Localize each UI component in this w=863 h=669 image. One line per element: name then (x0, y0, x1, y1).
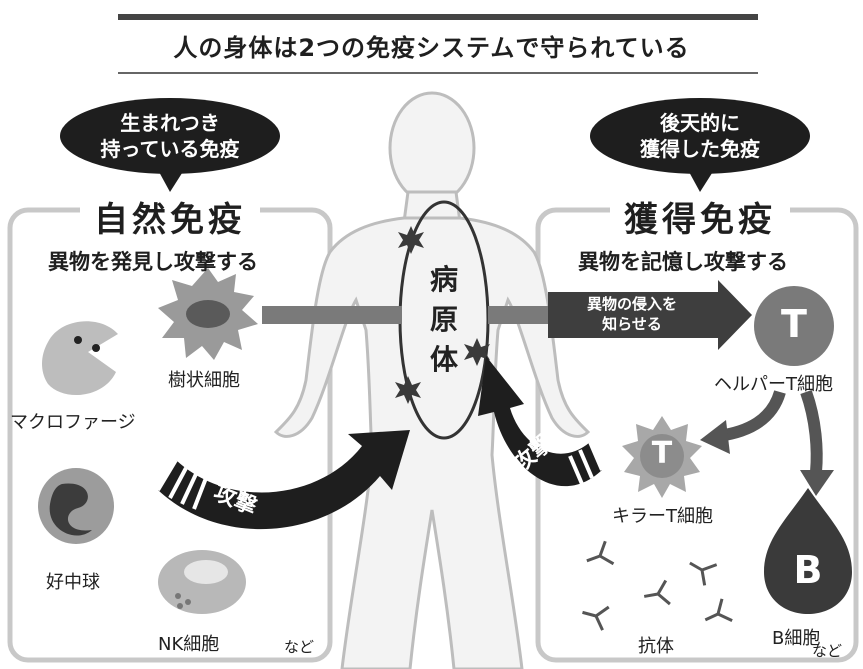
innate-heading: 自然免疫 (80, 192, 260, 241)
b-cell-icon (764, 488, 852, 614)
dendritic-label: 樹状細胞 (168, 370, 240, 391)
b-cell-letter: B (793, 548, 823, 592)
right-bubble-text: 後天的に 獲得した免疫 (590, 110, 810, 162)
signal-text: 異物の侵入を 知らせる (552, 294, 712, 334)
adaptive-heading: 獲得免疫 (610, 192, 790, 241)
signal-bar-left (262, 306, 402, 324)
right-attack-arrow (478, 356, 604, 487)
left-bubble-line1: 生まれつき (120, 111, 220, 135)
left-bubble-line2: 持っている免疫 (100, 137, 240, 161)
signal-arrow (548, 280, 752, 350)
title-rule-bottom (118, 72, 758, 74)
pathogen-label: 病 原 体 (424, 258, 464, 378)
left-attack-arrow (156, 430, 410, 530)
virus-icon (395, 376, 421, 404)
pathogen-char-2: 原 (429, 303, 458, 336)
right-bubble-line2: 獲得した免疫 (640, 137, 760, 161)
antibody-icon (582, 605, 610, 631)
killer-t-letter: T (651, 436, 673, 471)
antibody-icon (643, 579, 671, 606)
antibody-label: 抗体 (638, 636, 674, 657)
signal-line1: 異物の侵入を (586, 295, 677, 313)
human-body (273, 91, 591, 669)
killer-t-cell-icon (622, 416, 702, 498)
pathogen-char-1: 病 (429, 263, 458, 296)
b-cell-label: B細胞 (772, 628, 821, 649)
page-title: 人の身体は2つの免疫システムで守られている (173, 34, 690, 62)
virus-icon (464, 338, 490, 366)
antibody-icon (689, 561, 718, 586)
helper-to-b-head (800, 470, 834, 496)
pathogen-char-3: 体 (429, 343, 458, 376)
macrophage-icon (42, 321, 118, 396)
signal-bar-middle (488, 306, 548, 324)
innate-subheading: 異物を発見し攻撃する (48, 250, 258, 274)
right-bubble-line1: 後天的に (660, 111, 740, 135)
left-etc: など (284, 638, 315, 656)
neutrophil-label: 好中球 (46, 572, 100, 593)
helper-to-killer-line (717, 390, 786, 442)
helper-t-label: ヘルパーT細胞 (714, 374, 833, 395)
right-etc: など (812, 642, 843, 660)
title-rule-top (118, 14, 758, 20)
helper-t-cell-icon (754, 286, 834, 366)
helper-t-letter: T (781, 302, 807, 346)
killer-t-label: キラーT細胞 (612, 506, 713, 527)
signal-line2: 知らせる (602, 315, 662, 333)
adaptive-subheading: 異物を記憶し攻撃する (578, 250, 788, 274)
nk-cell-label: NK細胞 (158, 634, 220, 655)
right-bubble (590, 98, 810, 192)
antibody-icon (586, 540, 615, 566)
dendritic-cell-icon (158, 268, 258, 360)
left-bubble-text: 生まれつき 持っている免疫 (60, 110, 280, 162)
nk-cell-icon (158, 550, 246, 614)
antibody-icon (704, 598, 733, 623)
left-bubble (60, 98, 280, 192)
helper-to-b-line (800, 389, 823, 473)
neutrophil-icon (38, 468, 114, 544)
virus-icon (398, 226, 424, 254)
macrophage-label: マクロファージ (10, 412, 136, 433)
helper-to-killer-head (700, 420, 730, 454)
